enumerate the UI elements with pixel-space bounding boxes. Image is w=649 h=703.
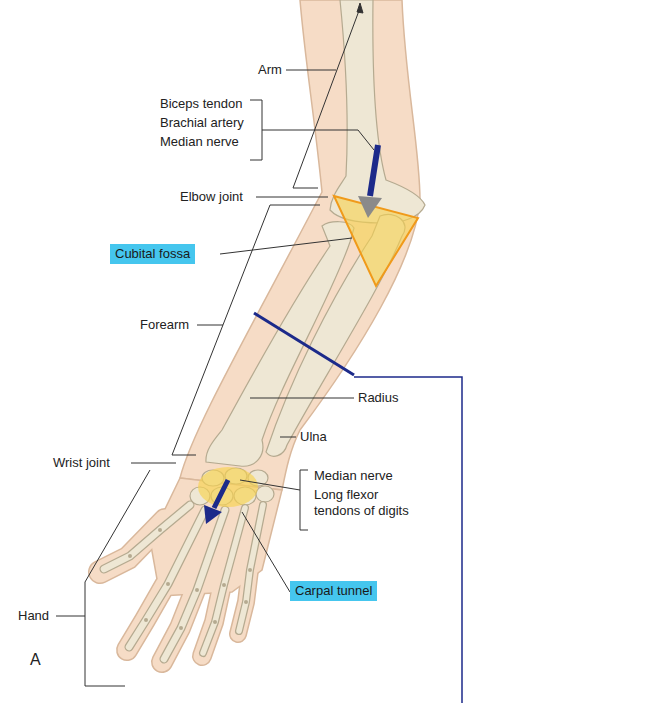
bones (190, 0, 425, 505)
arrow-head (204, 505, 222, 524)
leader-lines (56, 3, 374, 686)
anatomy-label: Elbow joint (180, 189, 243, 205)
anatomy-label: Hand (18, 608, 49, 624)
anatomy-label: Forearm (140, 317, 189, 333)
section-line (254, 313, 354, 375)
anatomy-label: Median nerve (160, 134, 239, 150)
anatomy-label: Radius (358, 390, 398, 406)
anatomy-label: Brachial artery (160, 115, 244, 131)
arrow-shaft (214, 480, 228, 508)
cubital-fossa-region (334, 196, 418, 286)
hand-bones (104, 505, 263, 659)
anatomy-label: Wrist joint (53, 455, 110, 471)
anatomy-label: Arm (258, 62, 282, 78)
anatomy-label: A (30, 650, 41, 670)
arrow-shaft (370, 145, 378, 196)
arrow-head (358, 196, 382, 218)
anatomy-label: Long flexor tendons of digits (314, 487, 426, 519)
section-bracket (354, 377, 462, 703)
anatomy-label: Median nerve (314, 468, 464, 484)
carpal-tunnel-region (198, 467, 258, 507)
region-label: Cubital fossa (115, 246, 190, 262)
highlight-box: Carpal tunnel (290, 581, 377, 601)
highlight-box: Cubital fossa (110, 244, 195, 264)
region-label: Carpal tunnel (295, 583, 372, 599)
anatomy-label: Ulna (300, 429, 327, 445)
anatomy-label: Biceps tendon (160, 96, 242, 112)
